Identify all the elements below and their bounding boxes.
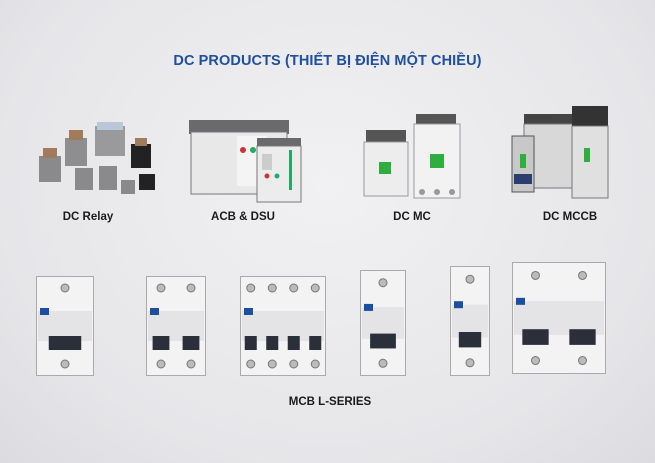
dc-mc-image — [358, 110, 468, 202]
acb-dsu-image — [185, 118, 305, 203]
dc-mccb-image — [508, 104, 613, 200]
mcb-image — [146, 276, 206, 376]
page-title: DC PRODUCTS (THIẾT BỊ ĐIỆN MỘT CHIỀU) — [173, 53, 482, 69]
acb-dsu-label: ACB & DSU — [211, 211, 275, 223]
dc-mccb-label: DC MCCB — [542, 211, 598, 223]
mcb-image — [512, 262, 606, 374]
mcb-image — [240, 276, 326, 376]
mcb-image — [360, 270, 406, 376]
dc-relay-label: DC Relay — [62, 211, 114, 223]
mcb-image — [36, 276, 94, 376]
mcb-l-series-label: MCB L-SERIES — [288, 396, 372, 408]
dc-mc-label: DC MC — [393, 211, 431, 223]
dc-relay-image — [35, 118, 165, 198]
mcb-image — [450, 266, 490, 376]
